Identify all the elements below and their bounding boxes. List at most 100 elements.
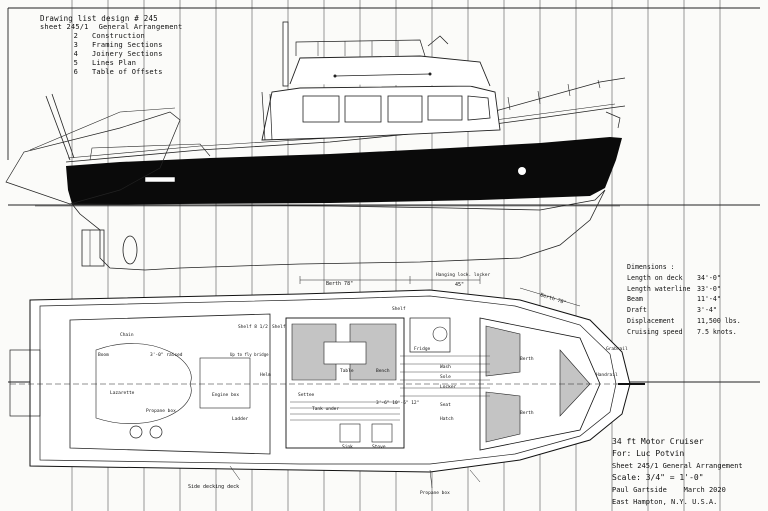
title-block-sheet: Sheet 245/1 General Arrangement <box>612 462 743 470</box>
dinghy <box>5 111 181 205</box>
label-tank-under: Tank under <box>312 406 339 412</box>
dimension-label: Displacement <box>627 316 675 325</box>
designer-name: Paul Gartside <box>612 486 667 494</box>
label-engine: Engine box <box>212 392 239 398</box>
label-table: Table <box>340 368 354 374</box>
title-block-client: For: Luc Potvin <box>612 449 685 458</box>
label-shelf-right: Shelf <box>272 324 286 330</box>
label-raised-deck: 3'-0" raised <box>150 352 183 358</box>
label-propane-box: Propane box <box>420 490 450 496</box>
label-grabrail: Grabrail <box>606 346 628 352</box>
dimension-label: Cruising speed <box>627 327 683 336</box>
sheet-name: Joinery Sections <box>92 50 163 58</box>
label-berth-aft: Berth <box>520 410 534 416</box>
saloon <box>285 317 405 449</box>
profile-view <box>5 21 626 271</box>
label-ladder: Ladder <box>232 416 249 422</box>
winch-icon <box>129 425 143 439</box>
label-side-deck: Side decking deck <box>188 484 239 490</box>
hull-topsides <box>66 137 622 204</box>
label-dims-line: 3'-6" 10'-6" 12" <box>376 400 419 406</box>
propeller-icon <box>122 235 138 265</box>
swim-platform <box>9 349 41 417</box>
hull-underbody <box>71 189 606 271</box>
sheet-number: 3 <box>73 41 78 49</box>
porthole-icon <box>518 167 526 175</box>
label-helm: Helm <box>260 372 271 378</box>
sheet-name: Construction <box>92 32 145 40</box>
dimension-value: 3'-4" <box>697 306 717 315</box>
title-block-scale: Scale: 3/4" = 1'-0" <box>612 473 704 482</box>
head <box>409 317 451 353</box>
toilet-icon <box>432 326 448 342</box>
drawing-list: Drawing list design # 245 sheet 245/1 Gen… <box>40 14 182 77</box>
sheet-number: 5 <box>73 59 78 67</box>
cabin-window <box>302 95 340 123</box>
label-locker: Locker <box>440 384 457 390</box>
label-wash: Wash <box>440 364 451 370</box>
dimension-value: 7.5 knots. <box>697 327 737 336</box>
cabin-window <box>467 95 491 121</box>
title-block-designer-row: Paul Gartside March 2020 <box>612 484 743 496</box>
label-berth-top: Berth 78" <box>326 281 353 287</box>
drawing-list-item: 3 Framing Sections <box>40 41 182 50</box>
cockpit <box>69 313 271 455</box>
sheet-name: General Arrangement <box>98 23 183 31</box>
forward-cabin <box>479 317 601 451</box>
dimension-label: Length waterline <box>627 284 691 293</box>
label-bench: Bench <box>376 368 390 374</box>
dimensions-title: Dimensions : <box>627 263 675 271</box>
plan-view: Berth 78" Hanging lock. locker 45" Berth… <box>9 272 645 496</box>
cabin-window <box>344 95 382 123</box>
cockpit-coaming <box>89 143 211 161</box>
label-shelf-left: Shelf 8 1/2 <box>238 324 268 330</box>
anchor-icon <box>605 111 621 129</box>
sheet-name: Framing Sections <box>92 41 163 49</box>
deck-outline <box>29 289 631 473</box>
drawing-list-title: Drawing list design # 245 <box>40 14 158 23</box>
chain-locker <box>559 349 591 417</box>
cabin-window <box>387 95 423 123</box>
label-boom: Boom <box>98 352 109 358</box>
drawing-list-item: 4 Joinery Sections <box>40 50 182 59</box>
label-dim-45: 45" <box>455 282 464 288</box>
cabin-window <box>427 95 463 121</box>
label-handrail: Handrail <box>596 372 618 378</box>
hull-vent <box>144 176 176 183</box>
mast <box>282 21 289 87</box>
sheet-number: sheet 245/1 <box>40 23 89 31</box>
dimension-label: Length on deck <box>627 273 683 282</box>
dimension-label: Draft <box>627 306 647 315</box>
label-sink: Sink <box>342 444 353 450</box>
winch-icon <box>149 425 163 439</box>
settee <box>291 323 337 381</box>
label-fridge: Fridge <box>414 346 431 352</box>
title-block-location: East Hampton, N.Y. U.S.A. <box>612 498 718 506</box>
v-berth-port <box>485 325 521 377</box>
label-chain: Chain <box>120 332 134 338</box>
v-berth-stbd <box>485 391 521 443</box>
title-block-design: 34 ft Motor Cruiser <box>612 437 704 446</box>
flybridge-rail <box>295 39 426 57</box>
sheet-number: 4 <box>73 50 78 58</box>
radar-icon <box>427 35 449 47</box>
label-stove: Stove <box>372 444 386 450</box>
title-block: 34 ft Motor Cruiser For: Luc Potvin Shee… <box>612 436 743 508</box>
label-berth-fwd: Berth <box>520 356 534 362</box>
label-propane: Propane box <box>146 408 176 414</box>
flybridge <box>289 55 491 87</box>
boom <box>45 95 71 161</box>
sheet-name: Lines Plan <box>92 59 137 67</box>
sheet-number: 6 <box>73 68 78 76</box>
label-hanging-locker: Hanging lock. locker <box>436 272 490 278</box>
sink-icon <box>339 423 361 443</box>
drawing-list-item: sheet 245/1 General Arrangement <box>40 23 182 32</box>
dimension-label: Beam <box>627 295 643 304</box>
